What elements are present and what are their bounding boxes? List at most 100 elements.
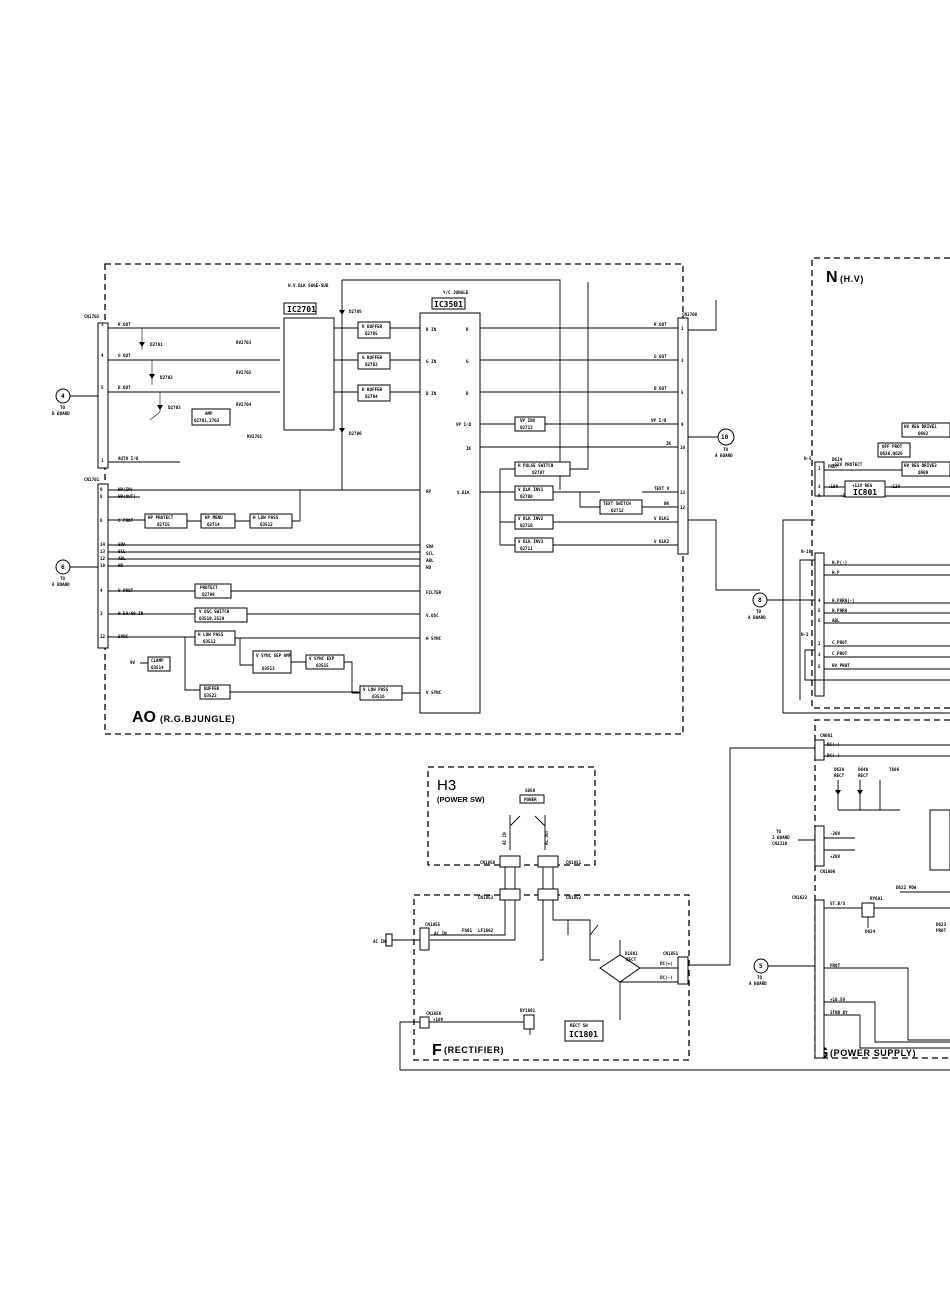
pin-label: BK [664, 501, 670, 506]
ic3501-label: IC3501 [434, 300, 463, 309]
board-n-name: N [826, 269, 838, 286]
pin-num: 9 [681, 422, 684, 427]
b-buffer-name: B BUFFER [362, 387, 383, 392]
ic2701-body [283, 317, 335, 431]
board-g-outline [814, 719, 950, 1059]
board-n: N (H.V) N-5 N-10 N-2 1 PROT 3 +18V 6 +11… [799, 257, 950, 709]
cn1702-label: CN1702 [84, 314, 100, 319]
board-g-subtitle: (POWER SUPPLY) [830, 1048, 916, 1058]
f601-label: F601 [462, 928, 473, 933]
board-f-subtitle: (RECTIFIER) [444, 1045, 504, 1055]
vp-inv-name: VP INV [520, 418, 536, 423]
cn601-label: CN601 [820, 733, 833, 738]
ic2701-label-box [283, 302, 317, 315]
v-blk-inv1-name: V BLK INV1 [518, 487, 544, 492]
pin-label: 9V [130, 660, 136, 665]
pin-label: V BLK1 [654, 516, 670, 521]
power-label-box [519, 794, 545, 804]
rv2702-label: RV2702 [236, 370, 252, 375]
hv-reg-drive2-ref: Q609 [918, 470, 929, 475]
pin-label: R OUT [118, 322, 131, 327]
cn1600-label: CN1600 [820, 869, 836, 874]
board-ao-subtitle: (R.G.BJUNGLE) [160, 714, 235, 724]
v-osc-switch-name: V OSC SWITCH [199, 609, 230, 614]
board-n-subtitle: (H.V) [840, 274, 864, 284]
pin-label: SCL [426, 551, 434, 556]
pin-num: 5 [818, 608, 821, 613]
board-ao-outline [104, 263, 684, 735]
n10-pins: H.P(-) H.P 4 H.PARA(-) 5 H.PARA 6 ABL 2 … [818, 560, 855, 669]
offpage-num: 5 [759, 963, 763, 970]
amp-ref: Q2701,2702 [194, 418, 220, 423]
pin-label: B IN [426, 391, 437, 396]
block-ic801 [844, 480, 886, 498]
connector-cn1855 [419, 927, 430, 951]
pin-label: V.OSC [426, 613, 439, 618]
pin-label: H.P(-) [832, 560, 847, 565]
pin-label: G IN [426, 359, 437, 364]
pin-label: +18V [828, 484, 839, 489]
g-rect-1: RECT [834, 773, 845, 778]
g-buffer-name: G BUFFER [362, 355, 383, 360]
prot-12v-label: +12V PROTECT [832, 462, 863, 467]
off-prot-ref: Q620,Q626 [880, 451, 903, 456]
clamp-ref: Q3514 [151, 665, 164, 670]
pin-label: HP [426, 489, 432, 494]
d2706-label: D2706 [349, 431, 362, 436]
board-h3-name: H3 [437, 777, 456, 794]
offpage-to: TO [757, 975, 763, 980]
v-low-pass-ref: Q3516 [372, 694, 385, 699]
g-buffer-ref: Q2703 [365, 362, 378, 367]
connector-cn1702 [97, 322, 109, 469]
block-b-buffer [357, 384, 391, 402]
pin-label: ABL [832, 618, 840, 623]
off-prot-name: OFF PROT [882, 444, 903, 449]
pin-num: 4 [100, 588, 103, 593]
connector-cn1856 [419, 1016, 430, 1029]
f-dc-minus: DC(-) [660, 975, 673, 980]
pin-num: 8 [100, 494, 103, 499]
hv-reg-drive1-ref: Q602 [918, 431, 929, 436]
ic3501-label-box [431, 297, 466, 310]
f-v10: +10V [433, 1017, 444, 1022]
offpage-board: B BOARD [52, 411, 70, 416]
pin-label: VP I/O [456, 422, 472, 427]
cn1861-label: CN1851 [663, 951, 679, 956]
block-hv-reg-drive2 [901, 461, 950, 477]
jboard-label: J BOARD [772, 835, 790, 840]
pin-num: 6 [818, 618, 821, 623]
connector-cn1851 [537, 855, 559, 868]
offpage-board: A BOARD [52, 582, 70, 587]
pin-num: 3 [681, 358, 684, 363]
block-v-blk-inv1 [514, 485, 554, 501]
connector-cn1622 [814, 899, 825, 1059]
hp-protect-ref: Q2715 [157, 522, 170, 527]
cn1856-label: CN1856 [426, 1011, 442, 1016]
h3-ac-in: AC IN [502, 832, 507, 845]
cn1622-label: CN1622 [792, 895, 808, 900]
pin-num: 1 [818, 466, 821, 471]
diode-icon [157, 405, 163, 410]
pin-label: H.PARA(-) [832, 598, 855, 603]
cn1855-label: CN1855 [425, 922, 441, 927]
board-f-name: F [432, 1042, 442, 1059]
rv2704-label: RV2704 [236, 402, 252, 407]
pin-label: SYNC [118, 634, 129, 639]
pin-num: 1 [681, 326, 684, 331]
relay-ry601 [861, 902, 875, 918]
pin-label: HV PROT [832, 663, 850, 668]
diode-icon [139, 342, 145, 347]
offpage-to: TO [723, 447, 729, 452]
pin-num: 13 [100, 549, 106, 554]
h-low-pass-name: H LOW PASS [253, 515, 279, 520]
v-osc-switch-ref: Q3519,3520 [199, 616, 225, 621]
block-clamp [147, 656, 171, 672]
pin-label: ABL [426, 558, 434, 563]
connector-n10 [814, 552, 825, 697]
ic2701-caption: H.V.BLK SUGE-SUB [288, 283, 329, 288]
lf1602-label: LF1602 [478, 928, 494, 933]
diode-icon [339, 428, 345, 433]
cn1701-label: CN1701 [84, 477, 100, 482]
cn1851-label: CN1851 [566, 860, 582, 865]
board-g: G (POWER SUPPLY) CN601 DC(+) DC(-) D620 … [772, 719, 950, 1062]
